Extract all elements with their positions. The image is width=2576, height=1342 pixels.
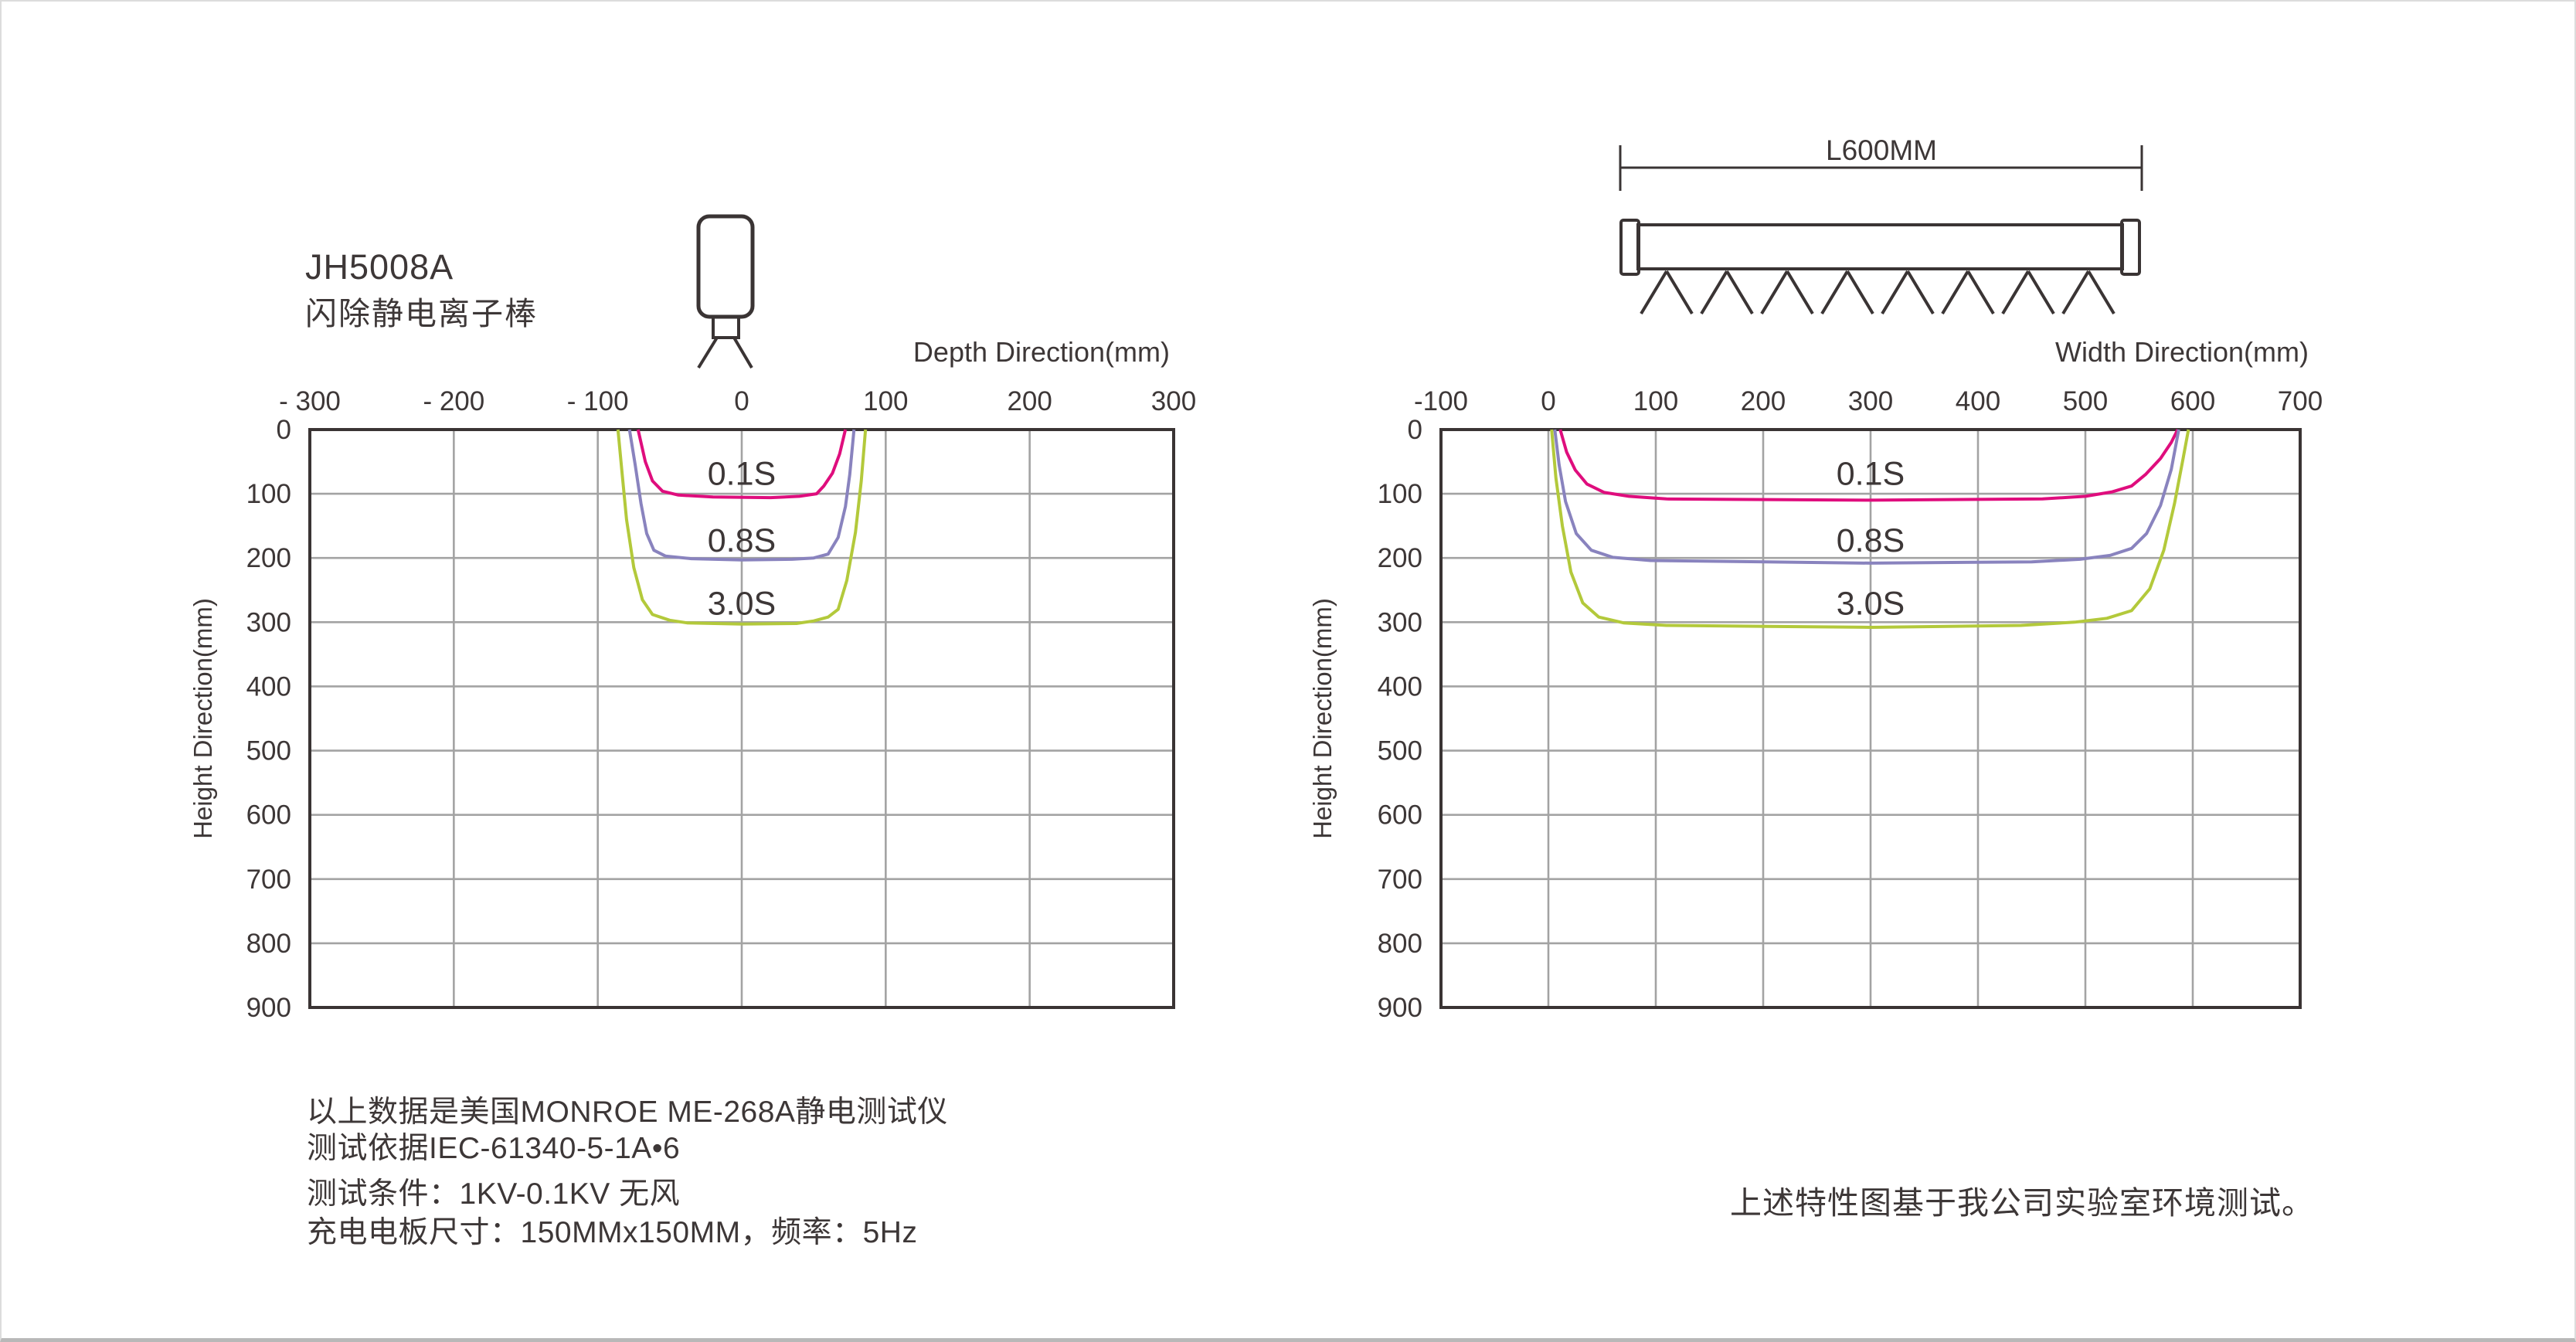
plot-border	[308, 428, 1175, 1009]
emitter-pin-leg	[2027, 270, 2055, 315]
test-condition-note: 测试条件：1KV-0.1KV 无风	[307, 1177, 681, 1211]
x-tick-label: 400	[1956, 386, 2000, 416]
ionizer-nozzle-icon	[696, 214, 755, 369]
y-tick-label: 800	[1378, 929, 1422, 959]
x-tick-label: 300	[1151, 386, 1196, 416]
bar-body	[1636, 223, 2124, 270]
x-tick-label: 200	[1741, 386, 1786, 416]
decay-curve-0.8S	[1553, 429, 2180, 565]
nozzle-tip	[712, 315, 740, 339]
emitter-pin-leg	[1725, 270, 1754, 315]
emitter-pin-leg	[1665, 270, 1694, 315]
plot-border	[1439, 428, 2302, 1009]
y-tick-label: 700	[246, 865, 291, 895]
y-tick-label: 100	[1378, 479, 1422, 509]
y-tick-label: 400	[246, 671, 291, 702]
x-tick-label: 500	[2063, 386, 2108, 416]
curve-label-3.0S: 3.0S	[708, 585, 776, 622]
y-tick-label: 200	[246, 543, 291, 573]
emitter-pin-leg	[1966, 270, 1995, 315]
x-tick-label: 0	[1541, 386, 1555, 416]
y-tick-label: 900	[246, 993, 291, 1023]
x-tick-label: 700	[2278, 386, 2323, 416]
x-tick-label: - 200	[423, 386, 484, 416]
y-tick-label: 400	[1378, 671, 1422, 702]
model-title: JH5008A	[305, 247, 454, 287]
x-tick-label: -100	[1414, 386, 1468, 416]
x-tick-label: 100	[1633, 386, 1678, 416]
charge-plate-note: 充电电板尺寸：150MMx150MM，频率：5Hz	[307, 1216, 918, 1249]
emitter-pin-leg	[2087, 270, 2116, 315]
curve-label-0.1S: 0.1S	[708, 456, 776, 493]
y-axis-title: Height Direction(mm)	[189, 598, 217, 839]
curve-label-0.8S: 0.8S	[708, 522, 776, 559]
x-tick-label: 0	[734, 386, 749, 416]
emitter-pin-leg	[1700, 270, 1728, 315]
decay-curve-0.8S	[627, 429, 856, 562]
y-tick-label: 0	[1408, 415, 1422, 445]
test-standard-note: 测试依据IEC-61340-5-1A•6	[307, 1132, 681, 1165]
emitter-pin-leg	[1941, 270, 1969, 315]
y-tick-label: 600	[1378, 800, 1422, 831]
nozzle-body	[696, 214, 755, 319]
x-tick-label: 100	[863, 386, 908, 416]
ionizer-bar-schematic: L600MM	[1619, 134, 2143, 315]
emitter-pin-leg	[2061, 270, 2090, 315]
nozzle-spray-right	[732, 336, 753, 369]
x-tick-label: 200	[1007, 386, 1052, 416]
bar-cap-right	[2120, 219, 2141, 276]
x-tick-label: - 100	[567, 386, 629, 416]
emitter-pin-leg	[1820, 270, 1849, 315]
x-tick-label: 600	[2170, 386, 2215, 416]
y-axis-title: Height Direction(mm)	[1308, 598, 1337, 839]
emitter-pin-leg	[1640, 270, 1668, 315]
bar-cap-left	[1619, 219, 1640, 276]
test-instrument-note: 以上数据是美国MONROE ME-268A静电测试仪	[307, 1096, 948, 1129]
nozzle-spray-left	[697, 336, 719, 369]
decay-curve-3.0S	[616, 429, 868, 626]
x-tick-label: 300	[1848, 386, 1893, 416]
emitter-pin-leg	[1846, 270, 1874, 315]
y-tick-label: 500	[1378, 736, 1422, 766]
y-tick-label: 800	[246, 929, 291, 959]
y-tick-label: 600	[246, 800, 291, 831]
decay-curve-0.1S	[636, 429, 848, 500]
y-tick-label: 200	[1378, 543, 1422, 573]
laboratory-note: 上述特性图基于我公司实验室环境测试。	[1730, 1185, 2314, 1221]
y-tick-label: 300	[1378, 607, 1422, 637]
curve-label-0.8S: 0.8S	[1837, 522, 1905, 559]
y-tick-label: 100	[246, 479, 291, 509]
emitter-pin-leg	[1760, 270, 1789, 315]
decay-curve-0.1S	[1558, 429, 2180, 502]
decay-curve-3.0S	[1550, 429, 2190, 629]
x-axis-title: Width Direction(mm)	[2055, 336, 2309, 368]
y-tick-label: 700	[1378, 865, 1422, 895]
curve-label-0.1S: 0.1S	[1837, 456, 1905, 493]
emitter-pin-leg	[1786, 270, 1814, 315]
emitter-pin-leg	[2001, 270, 2030, 315]
x-axis-title: Depth Direction(mm)	[913, 336, 1170, 368]
y-tick-label: 0	[277, 415, 291, 445]
y-tick-label: 900	[1378, 993, 1422, 1023]
bar-emitter-pins	[1640, 270, 2116, 315]
depth-direction-chart: 0.1S 0.8S 3.0S - 300 - 200 - 100 0 100 200 300 0 10…	[189, 336, 1196, 1023]
dimension-label: L600MM	[1826, 134, 1937, 166]
curve-label-3.0S: 3.0S	[1837, 585, 1905, 622]
emitter-pin-leg	[1881, 270, 1909, 315]
y-tick-label: 500	[246, 736, 291, 766]
y-tick-label: 300	[246, 607, 291, 637]
emitter-pin-leg	[1906, 270, 1935, 315]
product-name: 闪除静电离子棒	[305, 296, 538, 331]
x-tick-label: - 300	[279, 386, 341, 416]
